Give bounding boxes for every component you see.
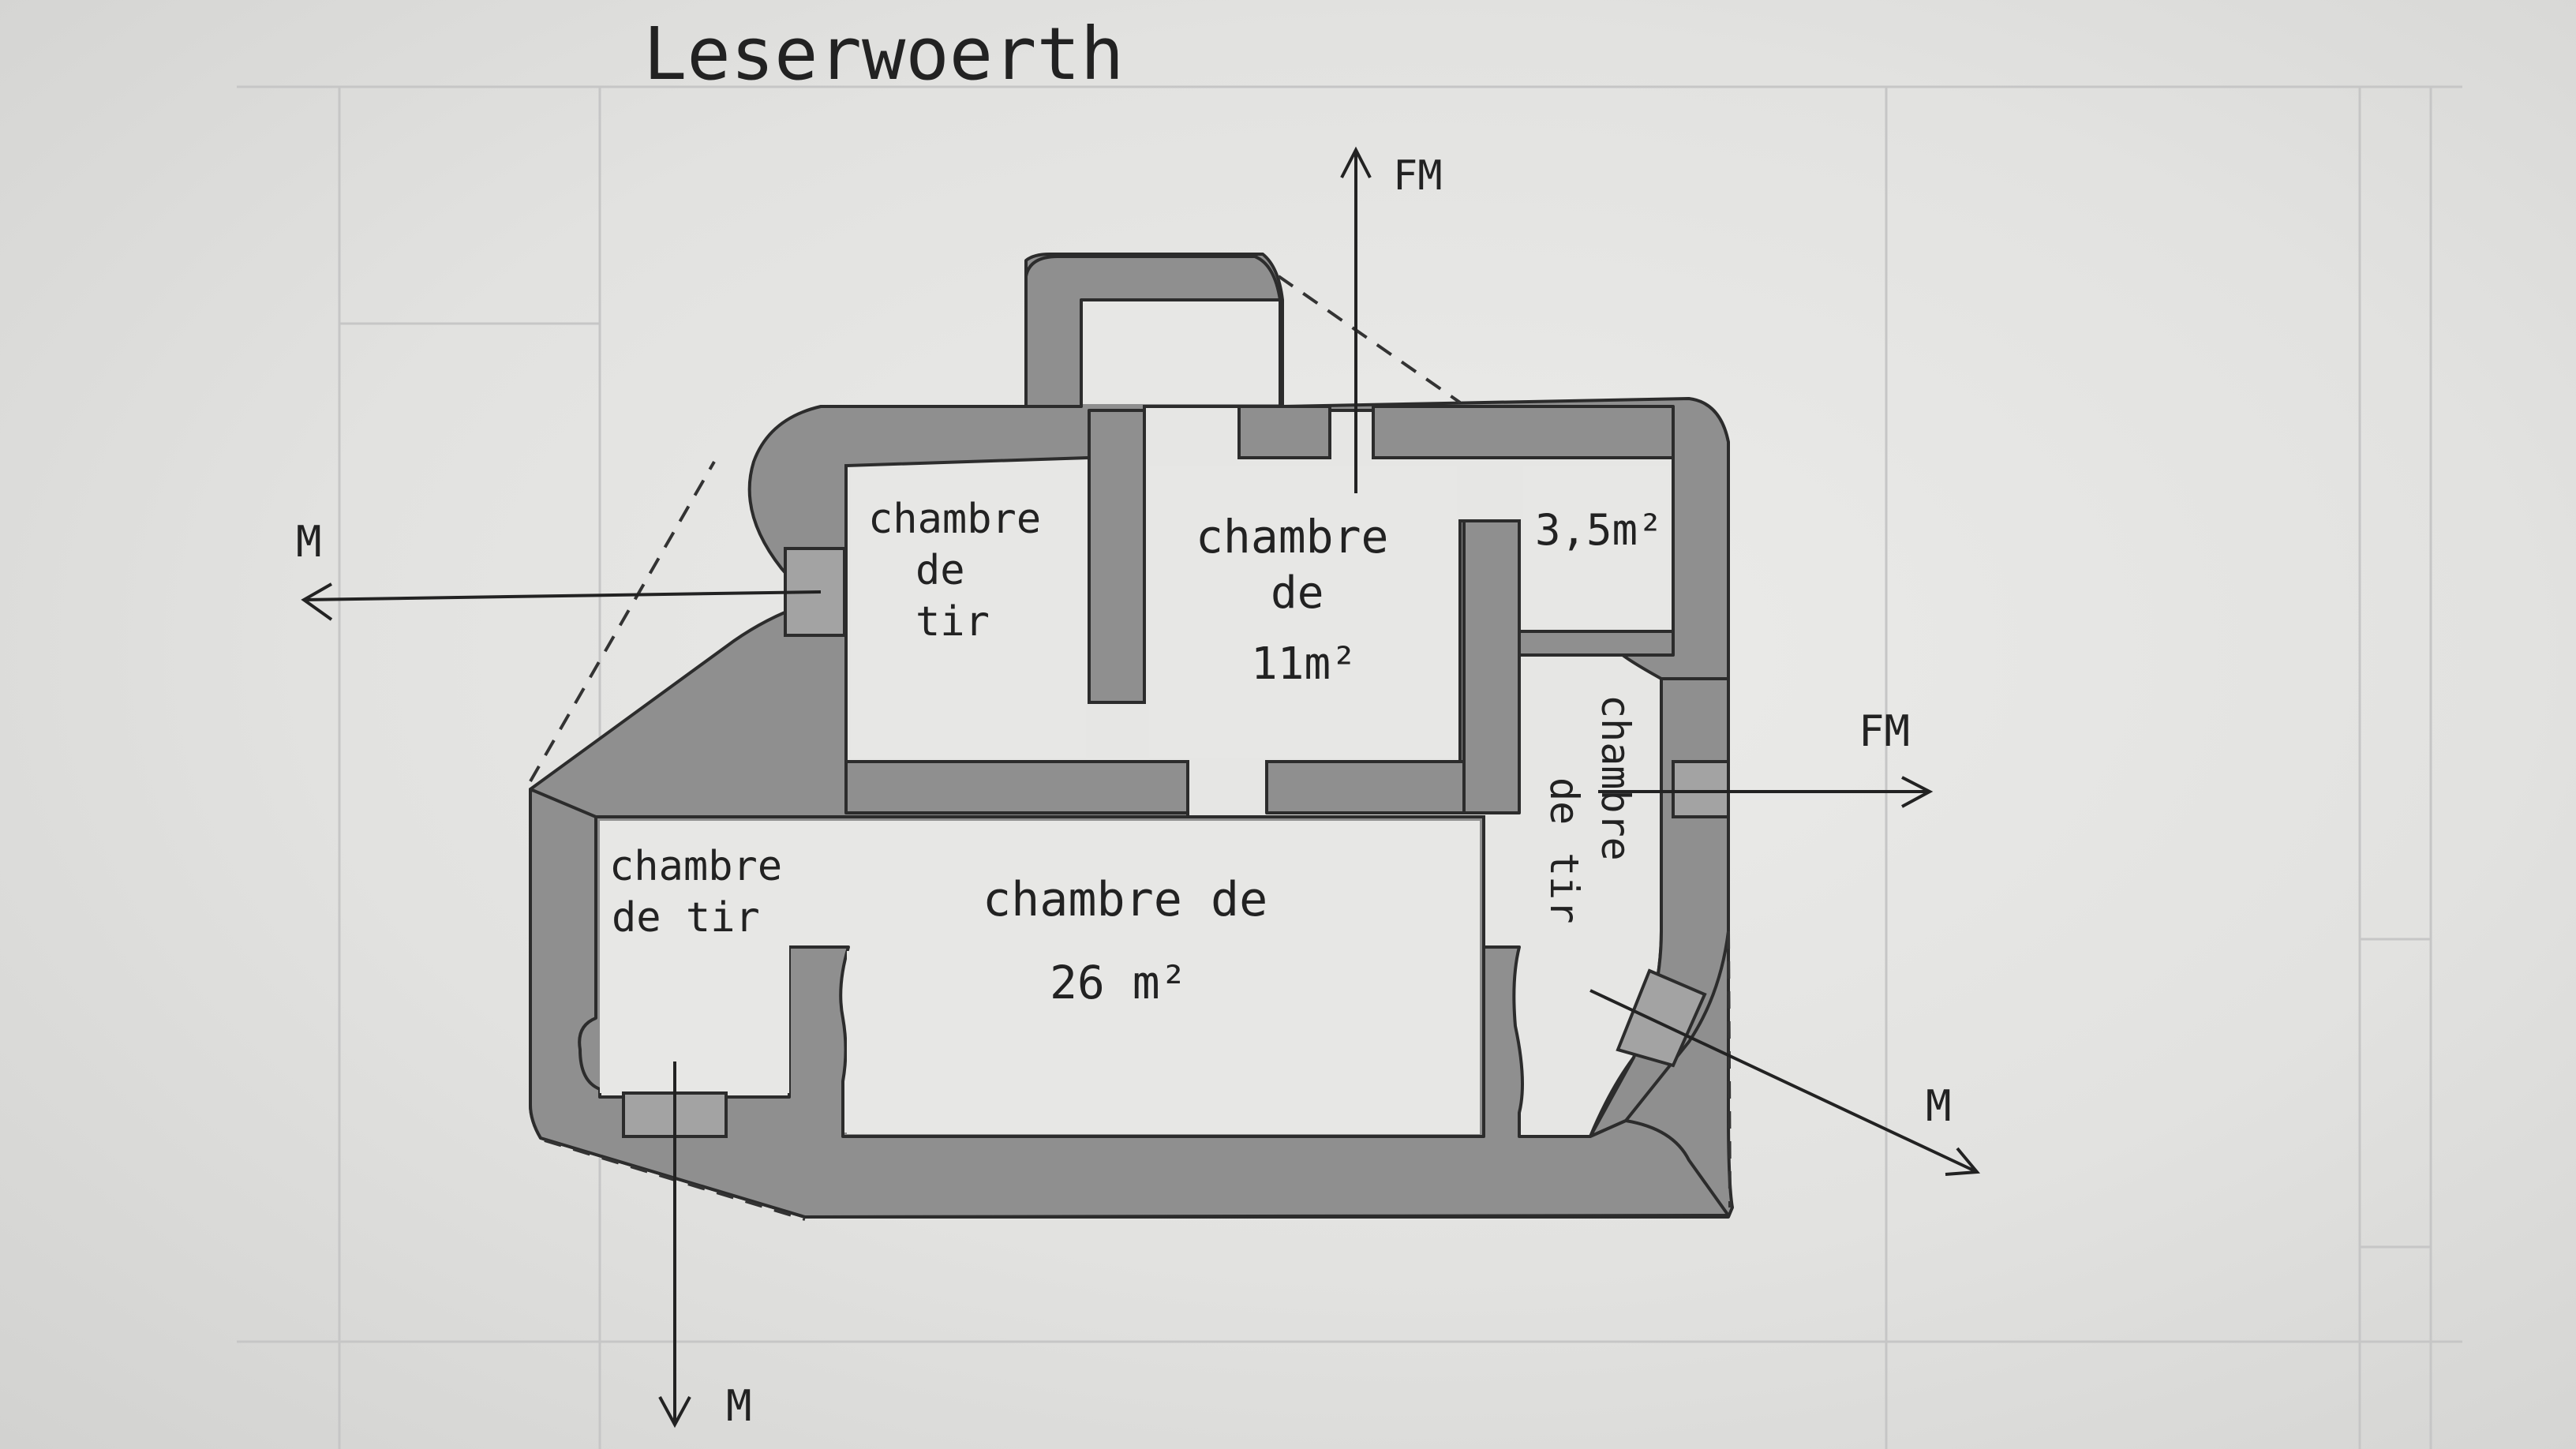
- room-label-tir-top-left-2: de: [915, 547, 965, 594]
- room-label-small-top-right: 3,5m²: [1535, 505, 1664, 555]
- room-label-main-bottom-1: chambre de: [983, 872, 1267, 927]
- arrow-label-left: M: [296, 517, 322, 567]
- bottom-left-tir-wall: [529, 788, 1730, 1219]
- arrow-label-right-lower: M: [1926, 1081, 1952, 1131]
- arrow-label-bottom: M: [726, 1381, 752, 1431]
- arrow-left-line: [303, 590, 822, 601]
- labels: Leserwoerth chambre de tir chambre de 11…: [296, 12, 1952, 1431]
- partition-wall-1: [1088, 409, 1146, 704]
- room-label-main-top-1: chambre: [1196, 510, 1388, 564]
- room-label-tir-right-3: tir: [1541, 852, 1587, 923]
- arrow-top-head: [1340, 146, 1372, 178]
- room-label-main-bottom-2: 26 m²: [1050, 956, 1188, 1009]
- bunker-walls: [529, 253, 1734, 1219]
- partition-wall-4: [1462, 519, 1521, 814]
- room-label-tir-top-left-3: tir: [915, 598, 990, 646]
- arrow-right-lower-line: [1589, 989, 1978, 1174]
- arrow-right-lower-head: [1945, 1147, 1981, 1176]
- room-label-main-top-2: de: [1271, 567, 1324, 619]
- room-label-main-top-3: 11m²: [1251, 638, 1357, 690]
- room-label-tir-bottom-left-2: de tir: [612, 894, 760, 942]
- room-label-tir-bottom-left-1: chambre: [609, 843, 782, 890]
- embrasure-right-upper: [1672, 760, 1730, 818]
- arrow-left-head: [301, 582, 333, 621]
- arrows: [301, 146, 1981, 1428]
- partition-wall-7: [1237, 405, 1331, 459]
- arrow-label-top: FM: [1393, 152, 1443, 200]
- room-label-tir-right-2: de: [1541, 777, 1587, 825]
- partition-wall-5: [1518, 630, 1675, 657]
- embrasure-right-lower: [1616, 968, 1707, 1068]
- arrow-label-right-upper: FM: [1859, 706, 1910, 756]
- room-label-tir-top-left-1: chambre: [868, 496, 1041, 543]
- arrow-bottom-head: [658, 1396, 691, 1428]
- background-table-ghost: [237, 85, 2462, 1449]
- drawing-title: Leserwoerth: [643, 12, 1124, 96]
- partition-wall-6: [1372, 405, 1675, 459]
- partition-wall-3: [1265, 760, 1466, 814]
- top-tower: [1024, 255, 1282, 408]
- partition-wall-2: [844, 760, 1189, 814]
- room-label-tir-right-1: chambre: [1593, 695, 1638, 861]
- arrow-right-upper-head: [1901, 776, 1934, 808]
